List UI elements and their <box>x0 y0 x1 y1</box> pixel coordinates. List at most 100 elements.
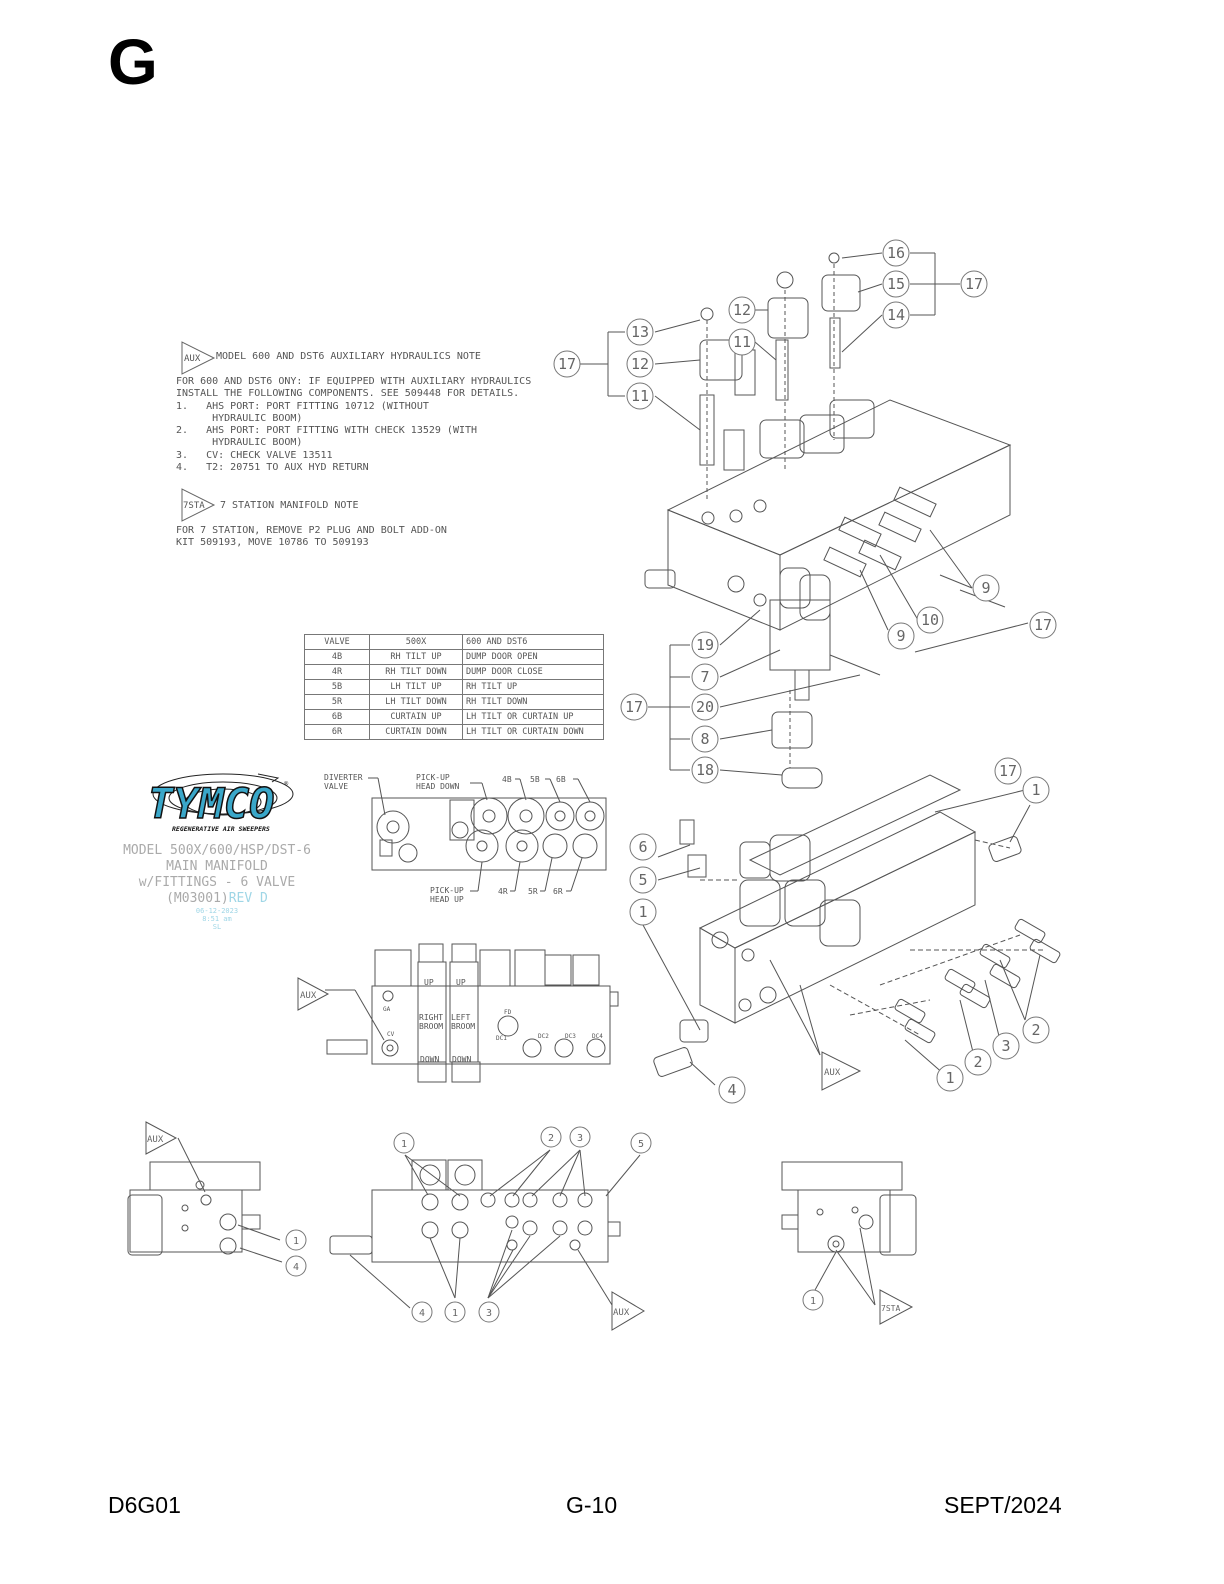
callout-3: 3 <box>577 1133 583 1144</box>
dc4-label: DC4 <box>592 1033 603 1040</box>
down-label: DOWN <box>420 1055 439 1064</box>
isometric-manifold-view <box>642 774 1061 1091</box>
callout-20: 20 <box>696 698 714 716</box>
callout-1: 1 <box>293 1236 299 1247</box>
front-valve-view <box>368 777 607 892</box>
callout-1: 1 <box>945 1069 954 1087</box>
drawing-code: (M03001) <box>166 891 229 906</box>
callout-7: 7 <box>700 668 709 686</box>
callout-5: 5 <box>638 871 647 889</box>
callout-9: 9 <box>896 627 905 645</box>
callout-2: 2 <box>973 1053 982 1071</box>
svg-text:®: ® <box>284 780 289 788</box>
down-label: DOWN <box>452 1055 471 1064</box>
callout-15: 15 <box>887 275 905 293</box>
drawing-initials: SL <box>212 923 222 931</box>
aux-note-title: MODEL 600 AND DST6 AUXILIARY HYDRAULICS … <box>216 351 481 362</box>
title-line: MODEL 500X/600/HSP/DST-6 <box>123 843 311 858</box>
valve-5b-label: 5B <box>530 775 540 784</box>
drawing-title: MODEL 500X/600/HSP/DST-6 MAIN MANIFOLD w… <box>108 843 326 931</box>
sta-note-flag: 7STA <box>181 488 216 522</box>
callout-1: 1 <box>1031 781 1040 799</box>
callout-17: 17 <box>625 698 643 716</box>
valve-6b-label: 6B <box>556 775 566 784</box>
callout-numbers: 13 12 11 17 11 12 16 15 14 17 9 10 9 17 … <box>558 244 1052 1099</box>
callout-17: 17 <box>965 275 983 293</box>
bottom-front-view <box>329 1149 645 1331</box>
callout-8: 8 <box>700 730 709 748</box>
end-view-left <box>127 1121 283 1263</box>
callout-12: 12 <box>733 301 751 319</box>
callout-6: 6 <box>638 838 647 856</box>
callout-19: 19 <box>696 636 714 654</box>
aux-flag-label: AUX <box>824 1068 841 1078</box>
callout-2: 2 <box>1031 1021 1040 1039</box>
section-letter: G <box>108 26 158 98</box>
callout-3: 3 <box>1001 1037 1010 1055</box>
callout-1: 1 <box>810 1296 816 1307</box>
callout-4: 4 <box>727 1081 736 1099</box>
sta-flag-label: 7STA <box>881 1304 900 1313</box>
callout-1: 1 <box>638 903 647 921</box>
dc2-label: DC2 <box>538 1033 549 1040</box>
footer-doc-code: D6G01 <box>108 1492 181 1518</box>
callout-11: 11 <box>733 333 751 351</box>
exploded-manifold-view <box>580 252 1029 789</box>
valve-5r-label: 5R <box>528 887 538 896</box>
footer-page-number: G-10 <box>566 1492 618 1518</box>
valve-4r-label: 4R <box>498 887 508 896</box>
callout-1: 1 <box>401 1139 407 1150</box>
callout-5: 5 <box>638 1139 644 1150</box>
end-view-right <box>781 1161 917 1325</box>
aux-note-flag: AUX <box>181 341 216 375</box>
callout-17: 17 <box>558 355 576 373</box>
callout-16: 16 <box>887 244 905 262</box>
cv-label: CV <box>387 1031 395 1038</box>
callout-4: 4 <box>293 1262 299 1273</box>
aux-flag-label: AUX <box>300 991 317 1001</box>
callout-11: 11 <box>631 387 649 405</box>
flag-labels: AUX AUX AUX AUX 7STA <box>147 991 900 1318</box>
callout-17: 17 <box>1034 616 1052 634</box>
up-label: UP <box>424 978 434 987</box>
aux-flag-label: AUX <box>147 1135 164 1145</box>
title-line: MAIN MANIFOLD <box>166 859 268 874</box>
callout-3: 3 <box>486 1308 492 1319</box>
drawing-time: 8:51 am <box>202 915 232 923</box>
valve-6r-label: 6R <box>553 887 563 896</box>
table-header-row: VALVE 500X 600 AND DST6 <box>304 634 604 650</box>
title-line: w/FITTINGS - 6 VALVE <box>138 875 296 890</box>
callout-balloons <box>285 239 1057 1323</box>
top-valve-view <box>297 943 619 1083</box>
callout-9: 9 <box>981 579 990 597</box>
footer-date: SEPT/2024 <box>944 1492 1062 1518</box>
aux-flag-label: AUX <box>613 1308 630 1318</box>
svg-text:AUX: AUX <box>184 354 201 364</box>
drawing-date: 06-12-2023 <box>195 907 239 915</box>
logo-brand: TYMCO <box>148 779 274 828</box>
logo-tagline: REGENERATIVE AIR SWEEPERS <box>172 825 270 833</box>
tymco-logo: TYMCO ® REGENERATIVE AIR SWEEPERS <box>147 773 294 833</box>
fd-label: FD <box>504 1009 512 1016</box>
callout-13: 13 <box>631 323 649 341</box>
callout-10: 10 <box>921 611 939 629</box>
drawing-rev: REV D <box>228 891 268 906</box>
svg-text:7STA: 7STA <box>183 501 205 511</box>
